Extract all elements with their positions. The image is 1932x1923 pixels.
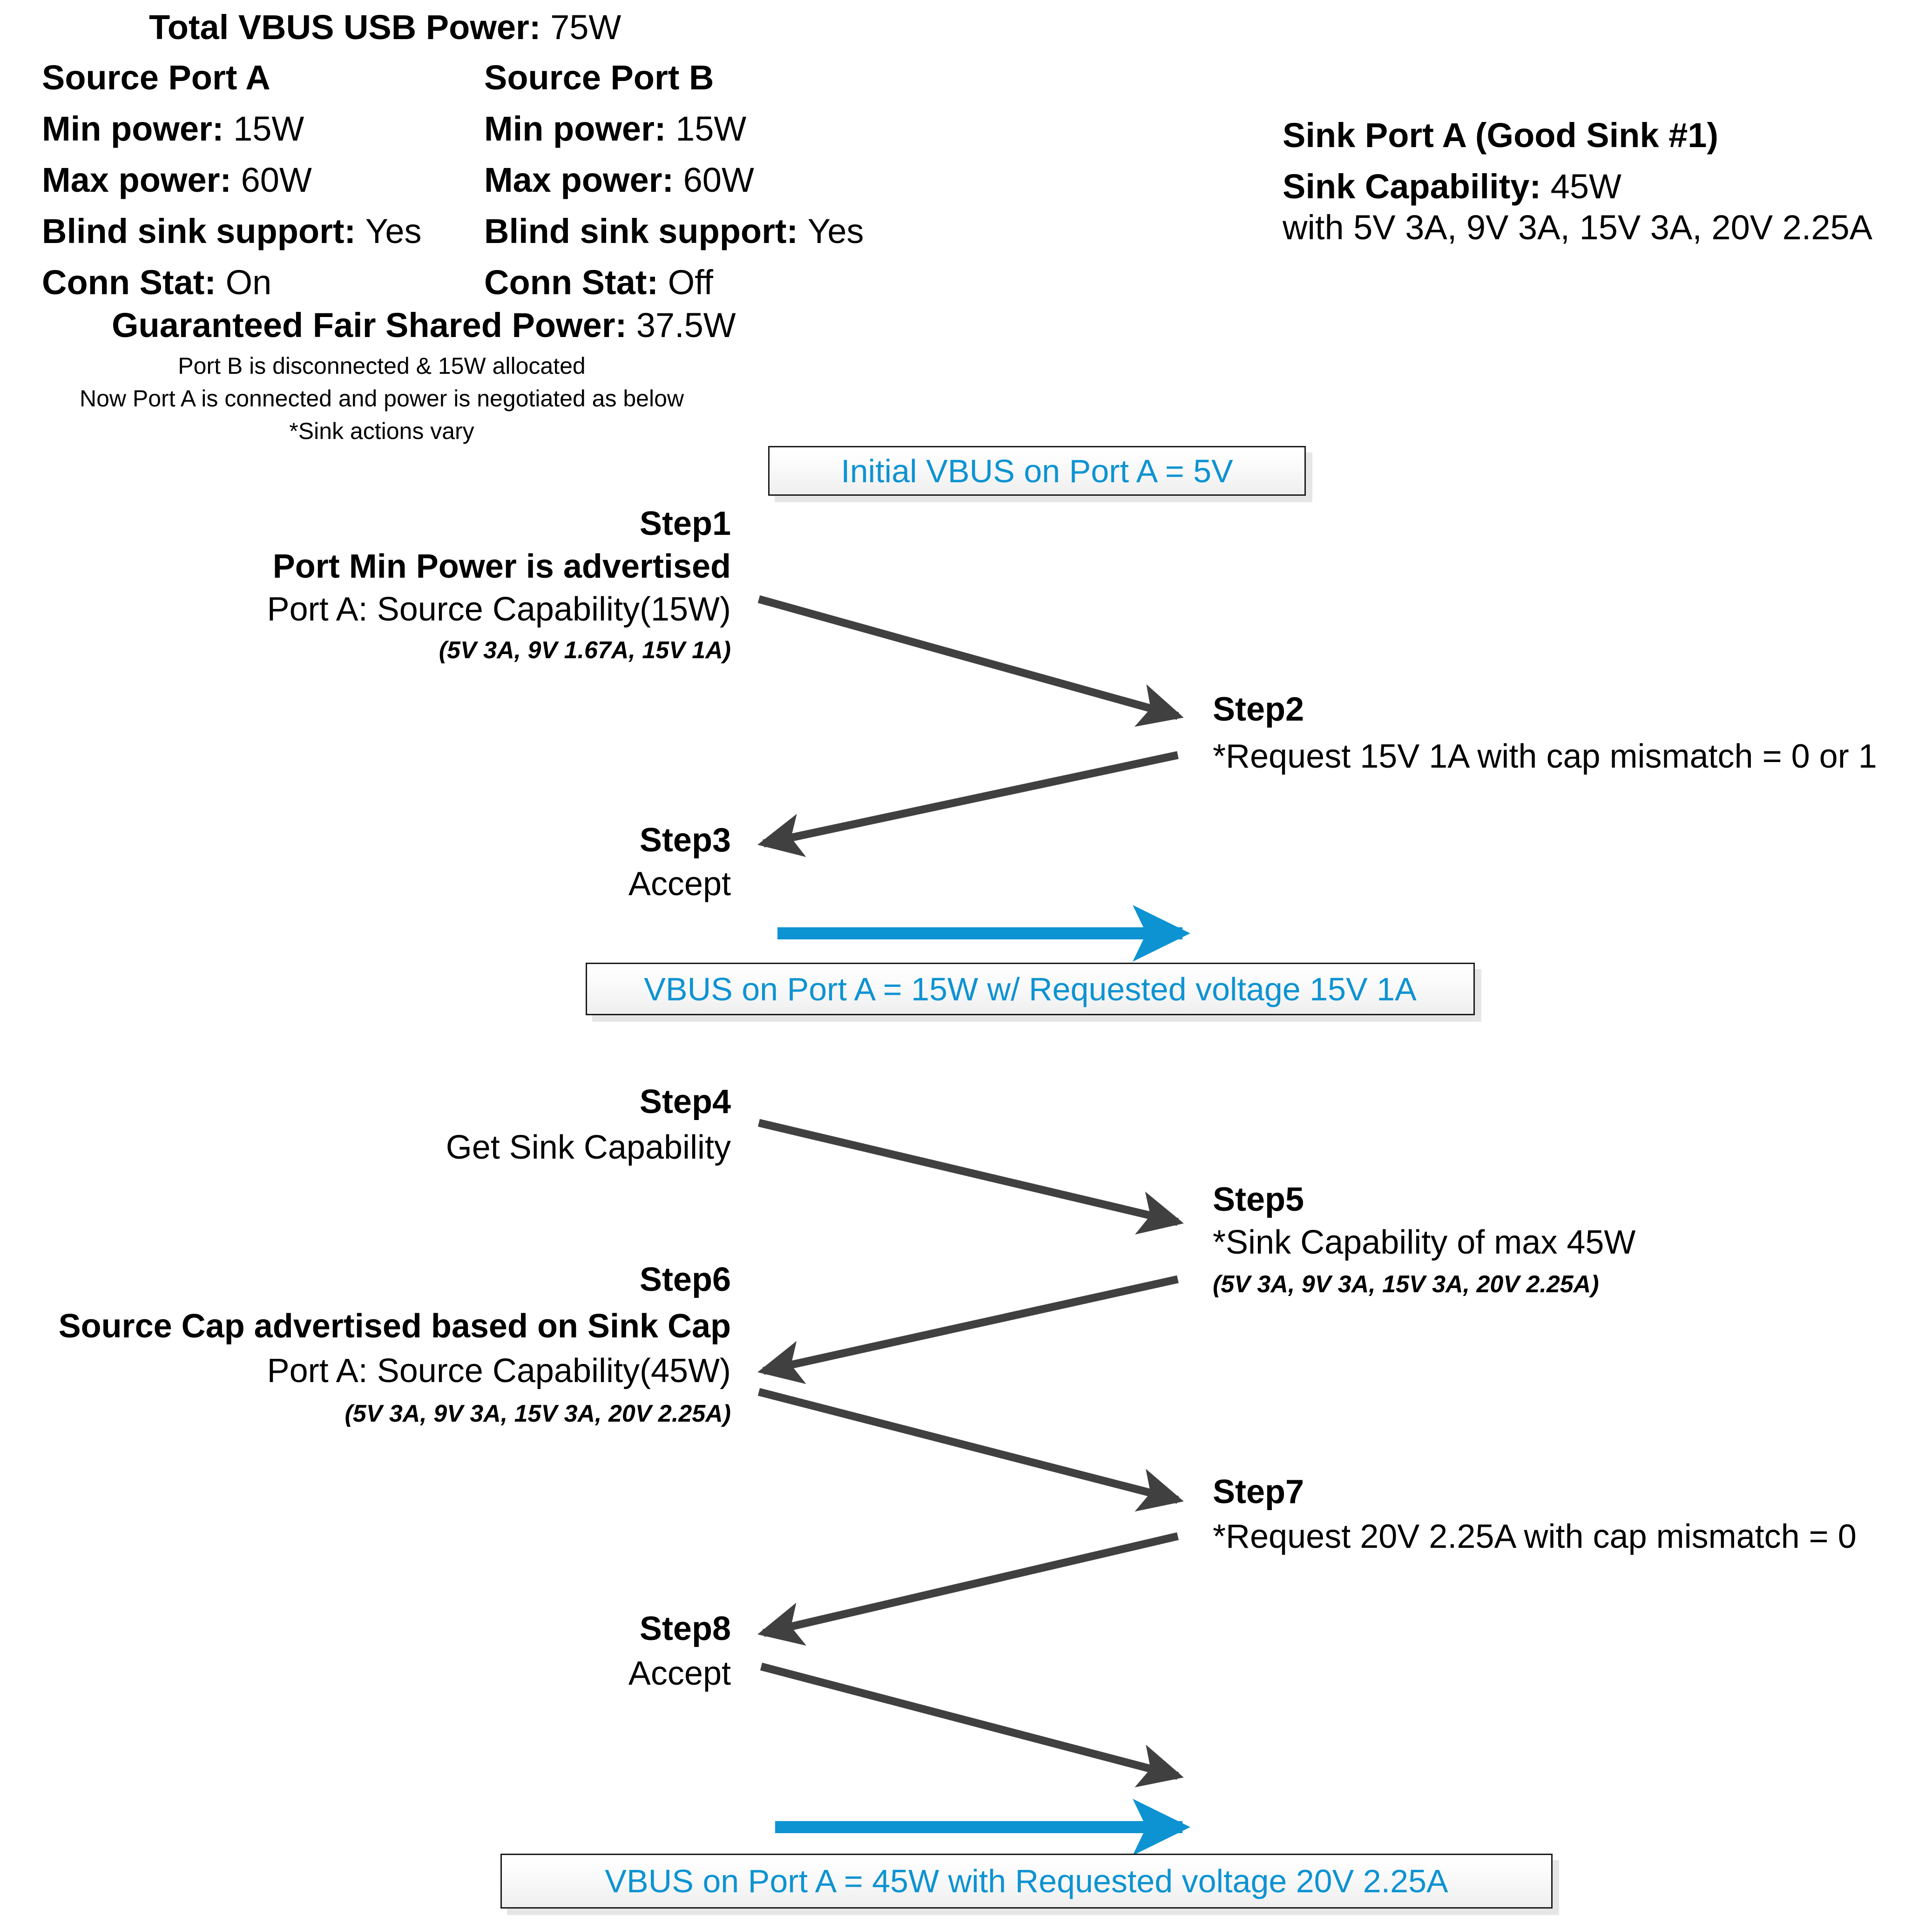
source-port-a-min-power: Min power: 15W bbox=[42, 111, 304, 147]
step6-paren: (5V 3A, 9V 3A, 15V 3A, 20V 2.25A) bbox=[345, 1400, 731, 1427]
step8-label: Step8 bbox=[639, 1610, 731, 1647]
step5-paren: (5V 3A, 9V 3A, 15V 3A, 20V 2.25A) bbox=[1213, 1271, 1599, 1298]
label: Blind sink support: bbox=[42, 212, 356, 250]
arrow-step5-to-step6 bbox=[757, 1275, 1179, 1384]
step7-label: Step7 bbox=[1213, 1473, 1304, 1511]
step5-label: Step5 bbox=[1213, 1181, 1304, 1218]
total-power-line: Total VBUS USB Power: 75W bbox=[149, 9, 621, 46]
value: 45W bbox=[1550, 167, 1621, 206]
step4-line: Get Sink Capability bbox=[446, 1129, 731, 1166]
callout-result-2: VBUS on Port A = 45W with Requested volt… bbox=[500, 1854, 1553, 1909]
fair-shared-power-line: Guaranteed Fair Shared Power: 37.5W bbox=[112, 307, 736, 344]
value: Yes bbox=[807, 212, 864, 250]
value: Yes bbox=[365, 212, 422, 250]
label: Blind sink support: bbox=[484, 212, 798, 250]
label: Conn Stat: bbox=[42, 263, 216, 302]
step3-label: Step3 bbox=[639, 822, 731, 859]
note-port-b-disconnected: Port B is disconnected & 15W allocated bbox=[178, 353, 586, 379]
step7-line: *Request 20V 2.25A with cap mismatch = 0 bbox=[1213, 1518, 1857, 1555]
sink-port-a-title: Sink Port A (Good Sink #1) bbox=[1283, 116, 1719, 155]
source-port-b-max-power: Max power: 60W bbox=[484, 162, 754, 198]
label: Min power: bbox=[42, 109, 224, 148]
step1-paren: (5V 3A, 9V 1.67A, 15V 1A) bbox=[439, 637, 731, 664]
value: On bbox=[225, 263, 272, 302]
callout-initial-vbus: Initial VBUS on Port A = 5V bbox=[768, 446, 1306, 496]
source-port-b-conn-stat: Conn Stat: Off bbox=[484, 264, 713, 301]
step6-line: Port A: Source Capability(45W) bbox=[267, 1352, 731, 1390]
value: Off bbox=[668, 263, 713, 302]
note-port-a-connected: Now Port A is connected and power is neg… bbox=[79, 385, 684, 412]
label: Max power: bbox=[42, 161, 232, 199]
label: Min power: bbox=[484, 109, 666, 148]
step1-bold-line: Port Min Power is advertised bbox=[272, 548, 731, 585]
source-port-a-title: Source Port A bbox=[42, 58, 270, 97]
step6-label: Step6 bbox=[639, 1261, 731, 1298]
value: 60W bbox=[241, 161, 312, 199]
step1-line: Port A: Source Capability(15W) bbox=[267, 591, 731, 628]
callout-initial-vbus-text: Initial VBUS on Port A = 5V bbox=[841, 452, 1233, 489]
step2-label: Step2 bbox=[1213, 691, 1304, 728]
step5-line: *Sink Capability of max 45W bbox=[1213, 1224, 1636, 1261]
callout-result-1-text: VBUS on Port A = 15W w/ Requested voltag… bbox=[644, 971, 1417, 1007]
step8-line: Accept bbox=[628, 1655, 731, 1692]
arrow-step2-to-step3 bbox=[757, 751, 1179, 857]
step4-label: Step4 bbox=[639, 1083, 731, 1120]
step2-line: *Request 15V 1A with cap mismatch = 0 or… bbox=[1213, 738, 1877, 775]
source-port-a-conn-stat: Conn Stat: On bbox=[42, 264, 271, 301]
callout-result-1: VBUS on Port A = 15W w/ Requested voltag… bbox=[586, 963, 1475, 1015]
sink-port-a-capability: Sink Capability: 45W bbox=[1283, 169, 1621, 205]
step1-label: Step1 bbox=[639, 505, 731, 542]
source-port-b-min-power: Min power: 15W bbox=[484, 111, 746, 147]
total-power-label: Total VBUS USB Power: bbox=[149, 8, 541, 47]
source-port-a-blind-sink: Blind sink support: Yes bbox=[42, 213, 422, 250]
total-power-value: 75W bbox=[550, 8, 621, 47]
step3-line: Accept bbox=[628, 865, 731, 903]
fair-shared-power-label: Guaranteed Fair Shared Power: bbox=[112, 306, 627, 344]
callout-result-2-text: VBUS on Port A = 45W with Requested volt… bbox=[605, 1863, 1448, 1899]
label: Conn Stat: bbox=[484, 263, 659, 302]
value: 15W bbox=[233, 109, 304, 148]
arrow-step8-to-result bbox=[760, 1662, 1184, 1788]
fair-shared-power-value: 37.5W bbox=[636, 306, 736, 344]
arrow-step1-to-step2 bbox=[757, 595, 1184, 727]
arrow-step6-to-step7 bbox=[757, 1388, 1184, 1512]
source-port-b-title: Source Port B bbox=[484, 58, 714, 97]
sink-port-a-pdos: with 5V 3A, 9V 3A, 15V 3A, 20V 2.25A bbox=[1283, 208, 1873, 247]
label: Max power: bbox=[484, 161, 674, 199]
source-port-b-blind-sink: Blind sink support: Yes bbox=[484, 213, 864, 250]
source-port-a-max-power: Max power: 60W bbox=[42, 162, 312, 198]
arrow-step4-to-step5 bbox=[758, 1119, 1184, 1235]
value: 15W bbox=[676, 109, 747, 148]
step6-bold-line: Source Cap advertised based on Sink Cap bbox=[58, 1308, 731, 1345]
value: 60W bbox=[683, 161, 754, 199]
arrow-step7-to-step8 bbox=[757, 1532, 1179, 1646]
note-sink-actions-vary: *Sink actions vary bbox=[289, 418, 474, 444]
label: Sink Capability: bbox=[1283, 167, 1541, 206]
